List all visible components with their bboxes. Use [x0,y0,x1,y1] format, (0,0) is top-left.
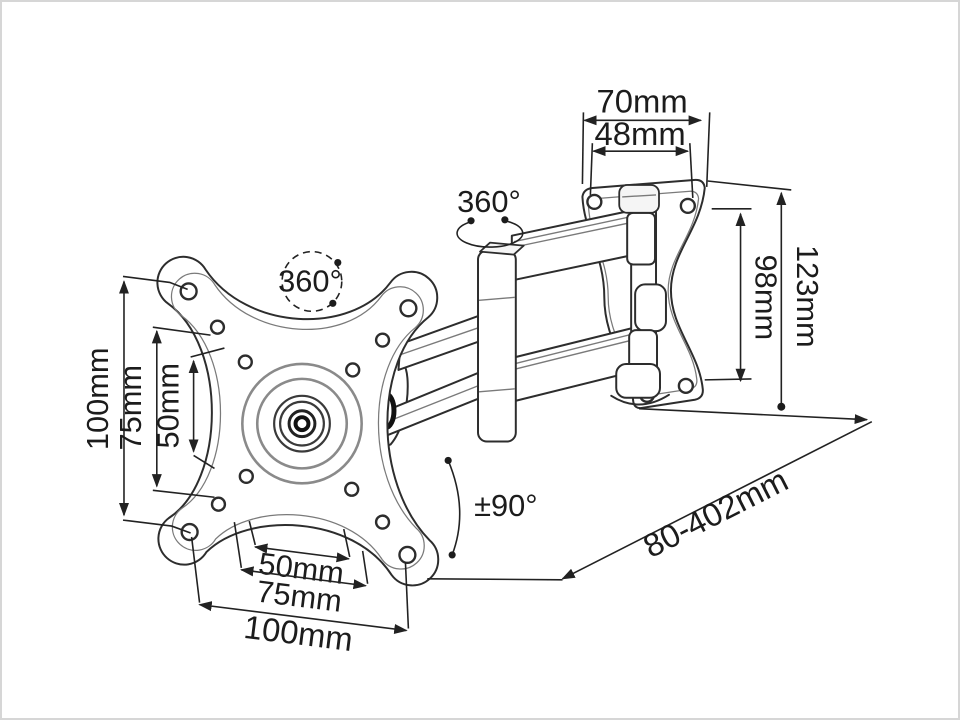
vesa-corner-holes [179,282,418,565]
annotation-swivel-vesa-360: 360° [278,250,343,313]
dim-top-holes-48: 48mm [589,115,694,198]
dim-left-75: 75mm [113,326,215,499]
dim-label-70mm: 70mm [597,82,688,119]
dim-label-swivel-vesa: 360° [278,263,342,298]
dim-label-extension: 80-402mm [637,461,794,565]
elbow-joint-column [477,241,525,443]
dimensions: 70mm 48mm 98mm 123mm 100mm [80,82,873,658]
vesa-inner-holes [209,319,391,530]
wall-hinge-column [610,184,670,406]
annotation-tilt-90: ±90° [444,456,538,559]
dim-label-left-50mm: 50mm [151,363,186,449]
vesa-plate [156,255,440,587]
dim-right-height-123: 123mm [707,180,825,411]
dim-label-48mm: 48mm [595,115,686,152]
dim-label-swivel-arm: 360° [457,184,521,219]
annotation-swivel-arm-360: 360° [456,184,524,248]
dim-right-holes-98: 98mm [704,208,783,383]
vesa-center-ball-joint [241,362,363,485]
dim-label-tilt: ±90° [474,488,538,523]
dim-left-100: 100mm [80,275,191,534]
dim-left-50: 50mm [151,347,225,470]
dim-label-123mm: 123mm [790,245,825,348]
dim-label-left-75mm: 75mm [113,365,148,451]
dim-top-width-70: 70mm [581,82,711,187]
dim-label-left-100mm: 100mm [80,347,115,450]
dim-label-98mm: 98mm [748,255,783,341]
